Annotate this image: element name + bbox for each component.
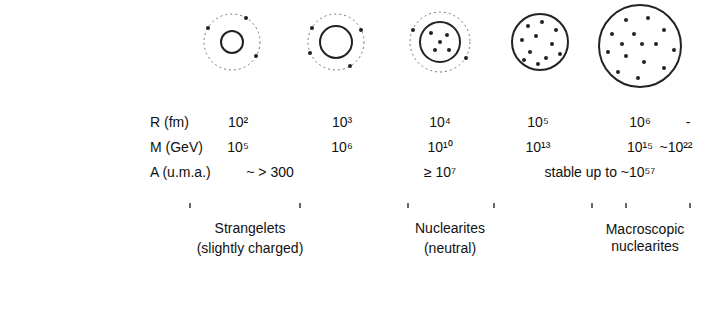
- macroscopic-nuclearite: [599, 5, 681, 87]
- radius-value: 10²: [228, 114, 248, 131]
- electron-dots: [411, 28, 468, 60]
- mass-value: 10⁶: [331, 139, 352, 156]
- electron-dots: [606, 16, 676, 80]
- electron-dots: [308, 26, 363, 68]
- strangelet-small: [204, 14, 260, 70]
- group-note: (slightly charged): [197, 240, 304, 257]
- strangelet-large: [308, 14, 364, 70]
- nuclearite-medium: [512, 14, 568, 70]
- group-name: Nuclearites: [415, 220, 485, 237]
- mass-value: 10¹⁰: [427, 139, 452, 156]
- group-name: Macroscopic nuclearites: [595, 221, 695, 255]
- electron-dots: [206, 16, 258, 58]
- group-name: Strangelets: [215, 220, 286, 237]
- row-label: R (fm): [150, 114, 189, 131]
- group-note: (neutral): [424, 240, 476, 257]
- nuclearite-small: [410, 12, 470, 72]
- radius-value: 10⁵: [527, 114, 548, 131]
- baryon-number: stable up to ~10⁵⁷: [545, 164, 656, 181]
- baryon-number: ~ > 300: [246, 164, 294, 181]
- baryon-number: ≥ 10⁷: [424, 164, 456, 181]
- radius-value: 10³: [332, 114, 352, 131]
- mass-value: 10⁵: [227, 139, 248, 156]
- mass-value: ~10²²: [659, 139, 692, 156]
- radius-value: 10⁶: [629, 114, 650, 131]
- row-label: A (u.m.a.): [150, 164, 211, 181]
- mass-value: 10¹⁵: [627, 139, 653, 156]
- group-ticks: [190, 203, 690, 208]
- row-label: M (GeV): [150, 139, 203, 156]
- radius-value: 10⁴: [429, 114, 451, 131]
- mass-value: 10¹³: [526, 139, 551, 156]
- electron-dots: [520, 20, 562, 66]
- radius-value: -: [686, 114, 691, 131]
